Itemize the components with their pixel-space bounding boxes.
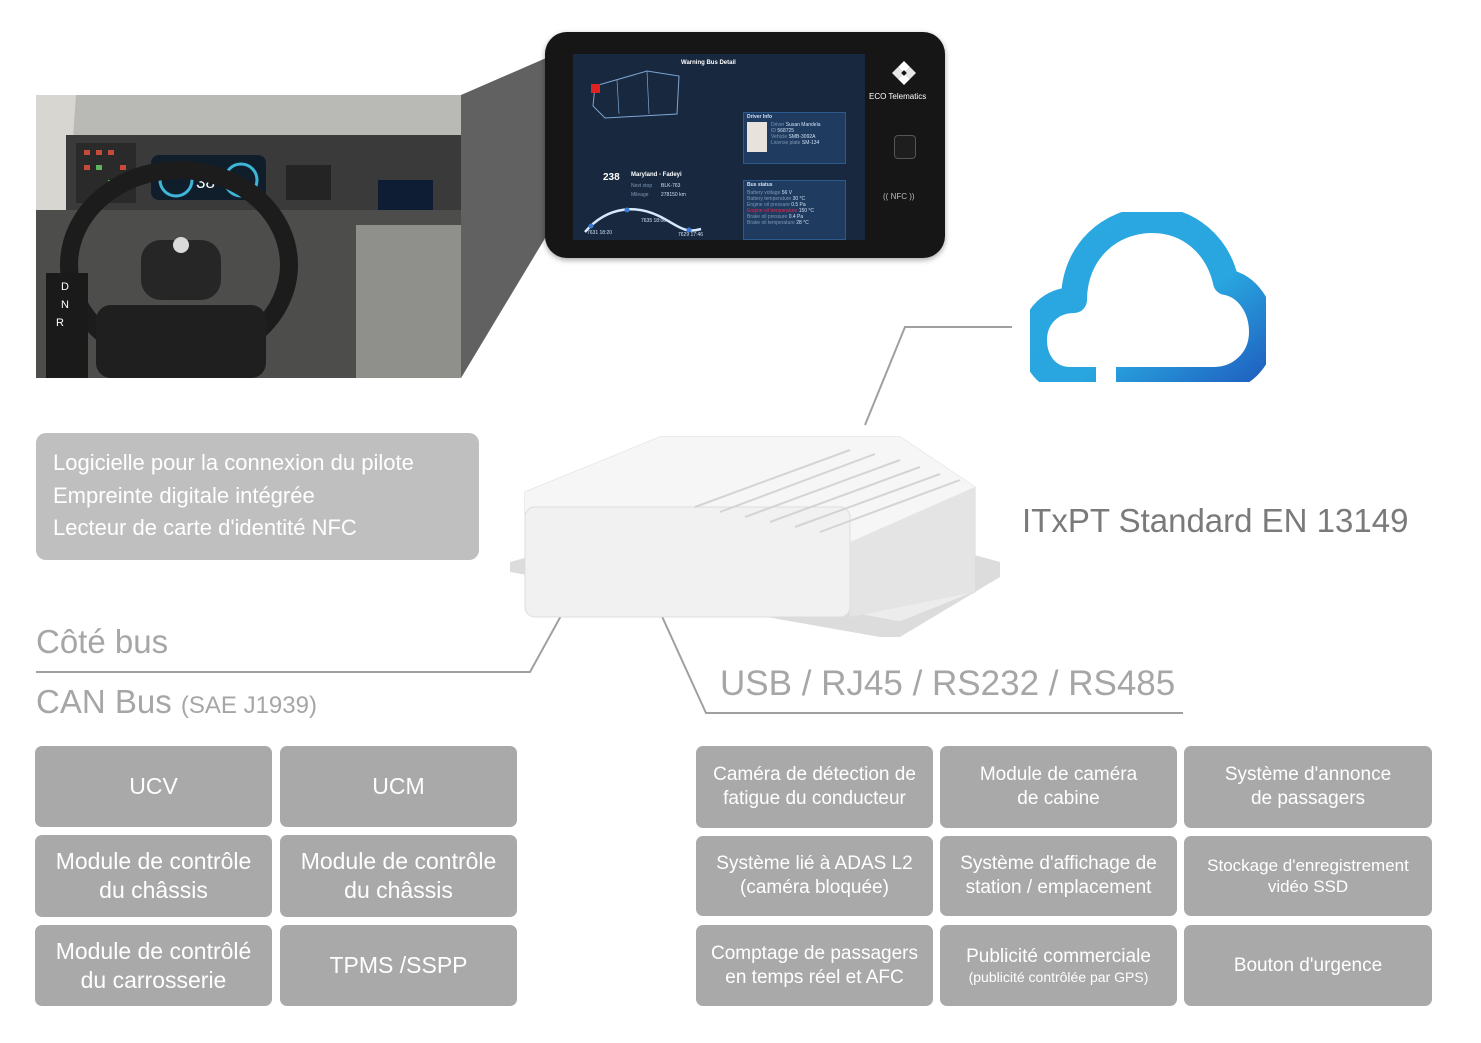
module-adas: Système lié à ADAS L2(caméra bloquée) bbox=[696, 836, 933, 916]
stop-2: 7635 18:08 bbox=[641, 218, 667, 224]
driver-features-box: Logicielle pour la connexion du pilote E… bbox=[36, 433, 479, 560]
mileage-label: Mileage bbox=[631, 192, 649, 198]
gear-d: D bbox=[61, 281, 69, 293]
module-emergency-button: Bouton d'urgence bbox=[1184, 925, 1432, 1006]
bus-status-title: Bus status bbox=[747, 182, 773, 188]
fingerprint-sensor[interactable] bbox=[894, 135, 916, 159]
screen-title: Warning Bus Detail bbox=[681, 60, 736, 66]
module-ucm: UCM bbox=[280, 746, 517, 827]
route-curve bbox=[584, 207, 702, 233]
gear-n: N bbox=[61, 299, 69, 311]
gear-r: R bbox=[56, 317, 64, 329]
cloud-icon bbox=[1030, 212, 1266, 382]
bus-connector bbox=[36, 593, 574, 673]
driver-tablet: Warning Bus Detail 238 Maryland - Fadeyi… bbox=[545, 32, 945, 258]
ports-label: USB / RJ45 / RS232 / RS485 bbox=[720, 664, 1176, 703]
driver-info-title: Driver Info bbox=[747, 114, 773, 120]
feature-line-3: Lecteur de carte d'identité NFC bbox=[53, 515, 357, 540]
zoom-wedge bbox=[461, 55, 553, 378]
bus-number: 238 bbox=[603, 172, 620, 183]
nfc-reader[interactable]: (( NFC )) bbox=[883, 192, 915, 201]
telematics-device bbox=[510, 436, 1000, 637]
eco-telematics-logo-icon bbox=[892, 61, 916, 85]
itxpt-standard-label: ITxPT Standard EN 13149 bbox=[1022, 502, 1409, 539]
next-stop-value: BLK-763 bbox=[661, 183, 681, 189]
tablet-screen: Warning Bus Detail 238 Maryland - Fadeyi… bbox=[573, 54, 865, 240]
can-bus-label: CAN Bus (SAE J1939) bbox=[36, 683, 317, 721]
next-stop-label: Next stop bbox=[631, 183, 653, 189]
feature-line-1: Logicielle pour la connexion du pilote bbox=[53, 450, 414, 475]
cloud-connector bbox=[864, 326, 1012, 426]
stop-3: 7629 17:46 bbox=[678, 232, 704, 238]
driver-rows: Driver Susan Mandela ID 568725 Vehicle S… bbox=[771, 122, 821, 146]
bus-status-panel: Bus status Battery voltage 56 V Battery … bbox=[743, 180, 846, 240]
route-name: Maryland - Fadeyi bbox=[631, 172, 682, 178]
status-rows: Battery voltage 56 V Battery temperature… bbox=[747, 190, 815, 226]
ports-connector bbox=[659, 611, 1183, 714]
brand-label: ECO Telematics bbox=[869, 92, 927, 101]
can-bus-main: CAN Bus bbox=[36, 683, 172, 720]
tablet-bezel-right: ECO Telematics (( NFC )) bbox=[865, 32, 945, 258]
bus-outline-icon bbox=[591, 70, 680, 119]
driver-photo bbox=[747, 122, 767, 152]
bus-cockpit-photo: 38 D N R bbox=[36, 95, 461, 378]
module-ucv: UCV bbox=[35, 746, 272, 827]
stop-1: 7631 18:20 bbox=[587, 230, 613, 236]
module-commercial-ads: Publicité commerciale(publicité contrôlé… bbox=[940, 925, 1177, 1006]
module-tpms: TPMS /SSPP bbox=[280, 925, 517, 1006]
mileage-value: 278150 km bbox=[661, 192, 686, 198]
driver-info-panel: Driver Info Driver Susan Mandela ID 5687… bbox=[743, 112, 846, 164]
feature-line-2: Empreinte digitale intégrée bbox=[53, 483, 315, 508]
bus-side-label: Côté bus bbox=[36, 623, 169, 660]
can-bus-sub: (SAE J1939) bbox=[180, 692, 317, 719]
